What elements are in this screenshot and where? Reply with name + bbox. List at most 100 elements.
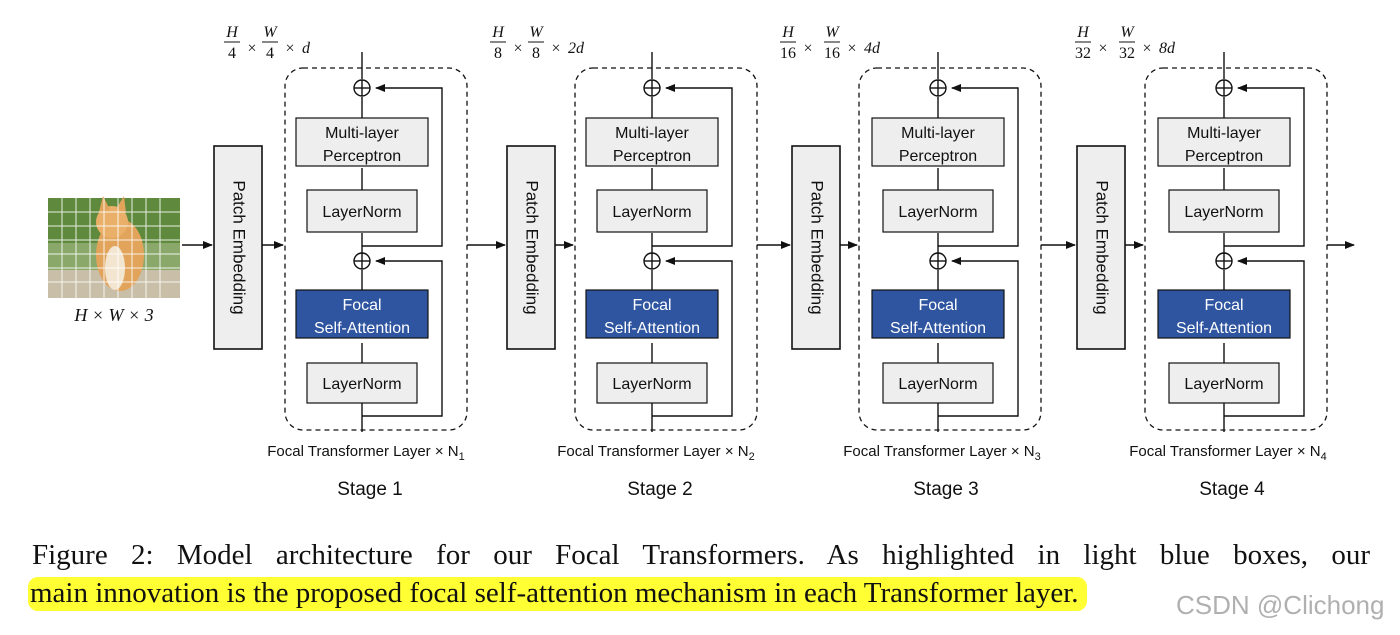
svg-text:W: W (825, 24, 840, 41)
dim-times: × (847, 40, 856, 57)
focal-label: Focal (632, 297, 671, 314)
patch-embedding-label: Patch Embedding (808, 180, 827, 314)
dim-height-fraction: H16 (780, 24, 796, 62)
layernorm-label: LayerNorm (322, 204, 401, 221)
dim-width-fraction: W4 (262, 24, 278, 62)
svg-text:32: 32 (1119, 45, 1135, 62)
residual-connection (652, 257, 733, 417)
dim-height-fraction: H4 (224, 24, 240, 62)
layernorm-box (306, 362, 418, 404)
mlp-label: Perceptron (323, 148, 401, 165)
architecture-diagram: H × W × 3 Patch Embedding Multi-layerPerc… (48, 24, 1355, 500)
caption-line-1: Figure 2: Model architecture for our Foc… (32, 539, 1370, 571)
svg-text:H: H (781, 24, 795, 41)
stage-name: Stage 2 (627, 479, 693, 500)
svg-text:W: W (529, 24, 544, 41)
focal-label: Self-Attention (604, 320, 700, 337)
stage-name: Stage 1 (337, 479, 403, 500)
patch-embedding-box (791, 145, 841, 350)
patch-embedding-label: Patch Embedding (523, 180, 542, 314)
stage-layer-box (858, 67, 1042, 431)
mlp-label: Multi-layer (901, 125, 975, 142)
dim-width-fraction: W 16 (824, 24, 840, 62)
focal-label: Focal (342, 297, 381, 314)
stage-name: Stage 4 (1199, 479, 1265, 500)
layernorm-box (1168, 189, 1280, 233)
residual-add-icon (353, 252, 371, 270)
dim-channels: 8d (1159, 40, 1176, 57)
layernorm-box (882, 362, 994, 404)
stage-name: Stage 3 (913, 479, 979, 500)
svg-text:W: W (1120, 24, 1135, 41)
svg-text:H: H (225, 24, 239, 41)
caption-line-2: main innovation is the proposed focal se… (28, 574, 1382, 612)
svg-text:4: 4 (228, 45, 236, 62)
dim-times: × (803, 40, 812, 57)
dim-times: × (285, 40, 294, 57)
svg-text:8: 8 (494, 45, 502, 62)
residual-add-icon (643, 252, 661, 270)
residual-connection (362, 257, 443, 417)
dim-times: × (1098, 40, 1107, 57)
patch-embedding-box (506, 145, 556, 350)
patch-embedding-box (213, 145, 263, 350)
focal-self-attention-box (295, 289, 429, 339)
layernorm-label: LayerNorm (898, 376, 977, 393)
dim-height-fraction: H 32 (1075, 24, 1091, 62)
layernorm-box (306, 189, 418, 233)
focal-self-attention-box (871, 289, 1005, 339)
residual-connection (938, 257, 1019, 417)
patch-embedding-label: Patch Embedding (230, 180, 249, 314)
patch-embedding-label: Patch Embedding (1093, 180, 1112, 314)
dim-times: × (551, 40, 560, 57)
svg-text:16: 16 (824, 45, 840, 62)
svg-text:32: 32 (1075, 45, 1091, 62)
mlp-label: Perceptron (613, 148, 691, 165)
mlp-box (585, 117, 719, 167)
layernorm-label: LayerNorm (612, 376, 691, 393)
figure-caption: Figure 2: Model architecture for our Foc… (28, 536, 1382, 612)
layernorm-box (1168, 362, 1280, 404)
dim-width-fraction: W 32 (1119, 24, 1135, 62)
svg-text:H: H (1076, 24, 1090, 41)
stage-layer-box (574, 67, 758, 431)
residual-connection (938, 84, 1019, 247)
mlp-label: Multi-layer (325, 125, 399, 142)
layernorm-label: LayerNorm (1184, 376, 1263, 393)
svg-text:W: W (263, 24, 278, 41)
layernorm-label: LayerNorm (1184, 204, 1263, 221)
mlp-box (1157, 117, 1291, 167)
layer-repeat-label: Focal Transformer Layer × N3 (843, 443, 1040, 463)
residual-add-icon (1215, 252, 1233, 270)
caption-highlight: main innovation is the proposed focal se… (28, 577, 1087, 611)
focal-self-attention-box (1157, 289, 1291, 339)
layer-repeat-label: Focal Transformer Layer × N4 (1129, 443, 1326, 463)
dim-channels: 4d (864, 40, 881, 57)
dim-times: × (513, 40, 522, 57)
residual-add-icon (1215, 79, 1233, 97)
mlp-box (295, 117, 429, 167)
layer-repeat-label: Focal Transformer Layer × N2 (557, 443, 754, 463)
mlp-label: Multi-layer (615, 125, 689, 142)
focal-label: Self-Attention (890, 320, 986, 337)
focal-label: Focal (918, 297, 957, 314)
input-shape-label: H × W × 3 (73, 305, 153, 325)
input-image (48, 196, 180, 298)
watermark: CSDN @Clichong (1176, 590, 1385, 620)
dim-channels: d (302, 40, 311, 57)
dim-channels: 2d (568, 40, 585, 57)
layernorm-label: LayerNorm (898, 204, 977, 221)
layer-repeat-label: Focal Transformer Layer × N1 (267, 443, 464, 463)
focal-label: Self-Attention (1176, 320, 1272, 337)
mlp-box (871, 117, 1005, 167)
dim-times: × (1142, 40, 1151, 57)
focal-label: Focal (1204, 297, 1243, 314)
patch-embedding-box (1076, 145, 1126, 350)
residual-connection (652, 84, 733, 247)
layernorm-box (882, 189, 994, 233)
residual-connection (1224, 257, 1305, 417)
focal-label: Self-Attention (314, 320, 410, 337)
dim-height-fraction: H8 (490, 24, 506, 62)
dim-width-fraction: W8 (528, 24, 544, 62)
mlp-label: Perceptron (1185, 148, 1263, 165)
